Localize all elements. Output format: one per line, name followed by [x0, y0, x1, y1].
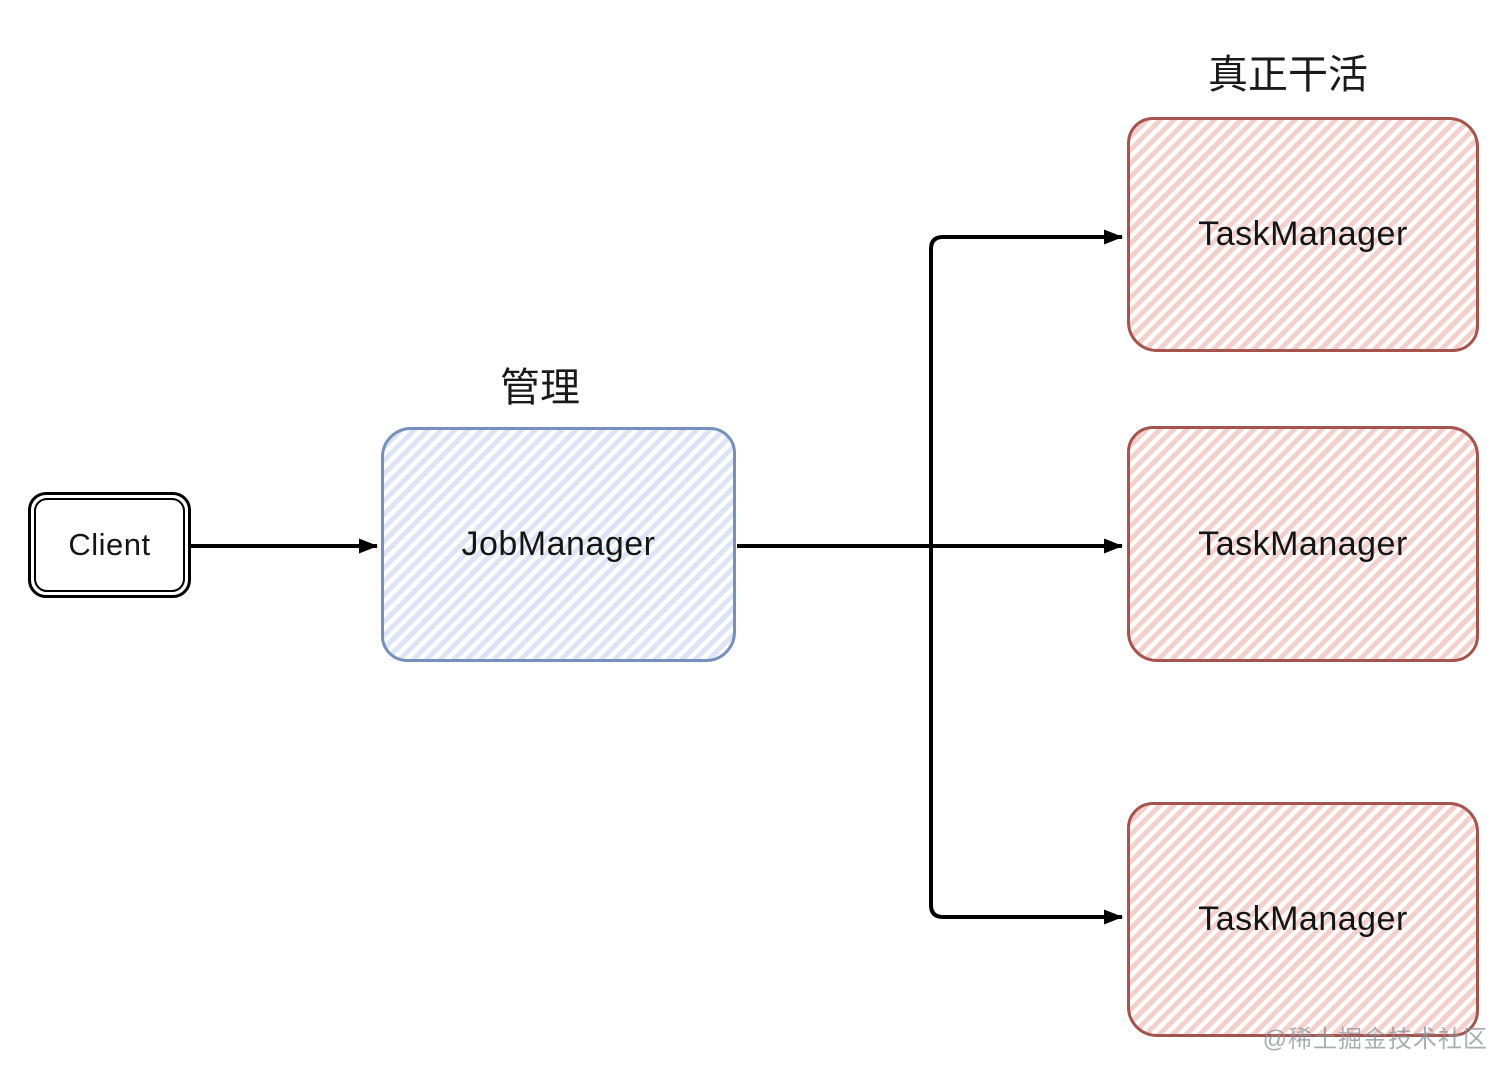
node-taskmanager-3: TaskManager: [1127, 802, 1479, 1037]
arrow-jobmanager-to-taskmanager-1: [929, 229, 1123, 548]
arrow-jobmanager-to-taskmanager-3: [929, 544, 1123, 925]
node-client: Client: [28, 492, 191, 598]
node-taskmanager-2-label: TaskManager: [1198, 524, 1408, 563]
node-taskmanager-1: TaskManager: [1127, 117, 1479, 352]
node-taskmanager-2: TaskManager: [1127, 426, 1479, 662]
node-client-label: Client: [68, 527, 151, 562]
watermark: @稀土掘金技术社区: [1262, 1026, 1488, 1053]
node-jobmanager: JobManager: [381, 427, 736, 662]
caption-management: 管理: [500, 366, 580, 410]
node-client-inner-frame: Client: [34, 498, 185, 592]
node-taskmanager-1-label: TaskManager: [1198, 215, 1408, 253]
caption-real-work: 真正干活: [1208, 53, 1368, 97]
node-jobmanager-label: JobManager: [461, 525, 656, 563]
node-taskmanager-3-label: TaskManager: [1198, 900, 1408, 938]
